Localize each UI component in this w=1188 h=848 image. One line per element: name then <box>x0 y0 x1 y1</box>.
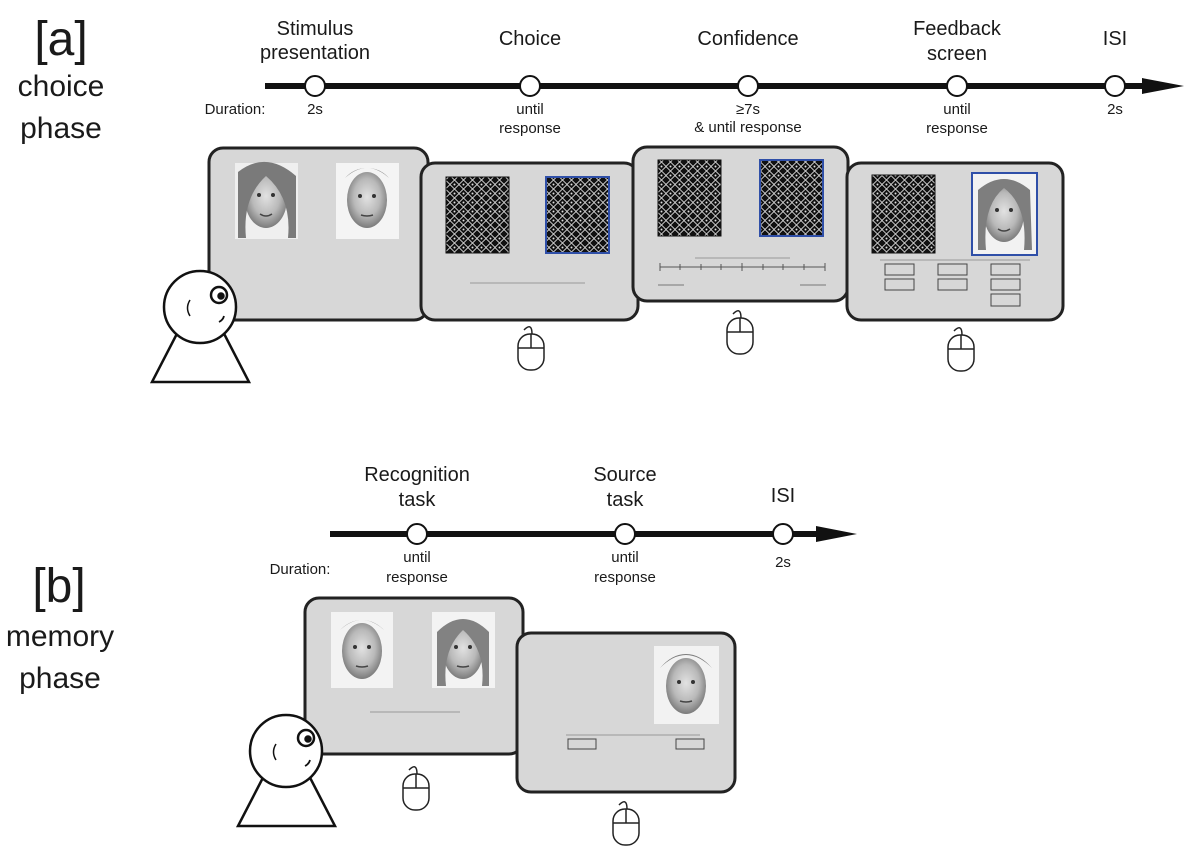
attribute-box <box>884 278 915 291</box>
duration-value: & until response <box>694 119 802 136</box>
attribute-box <box>937 278 968 291</box>
stage-label: presentation <box>259 42 371 64</box>
stage-label: ISI <box>770 485 796 507</box>
mouse-icon <box>726 310 754 355</box>
duration-value: until <box>516 101 544 118</box>
face-image <box>235 161 298 239</box>
stage-label: Confidence <box>697 28 799 50</box>
attribute-box <box>990 293 1021 307</box>
timeline-a <box>265 75 1184 97</box>
panel-a-phase-line2: phase <box>20 112 102 145</box>
timeline-b-node-1 <box>406 523 428 545</box>
panel-a-phase-line1: choice <box>17 70 105 103</box>
participant-figure <box>149 269 252 384</box>
panel-b-phase-line1: memory <box>5 620 115 653</box>
duration-value: until <box>943 101 971 118</box>
attribute-box <box>884 263 915 276</box>
attribute-box <box>990 278 1021 291</box>
duration-value: response <box>926 120 988 137</box>
stage-label: Source <box>593 464 657 486</box>
stage-label: screen <box>926 43 988 65</box>
timeline-a-node-1 <box>304 75 326 97</box>
panel-b-tag: [b] <box>32 560 86 613</box>
stage-label: task <box>398 489 436 511</box>
stage-label: Recognition <box>364 464 470 486</box>
timeline-a-arrowhead <box>1142 78 1184 94</box>
stage-label: ISI <box>1102 28 1128 50</box>
stage-label: task <box>606 489 644 511</box>
face-image <box>971 172 1038 256</box>
duration-value: 2s <box>775 554 791 571</box>
timeline-a-node-3 <box>737 75 759 97</box>
screen-confidence <box>631 145 850 303</box>
duration-label: Duration: <box>269 561 331 578</box>
screen-feedback <box>845 161 1065 322</box>
timeline-a-node-2 <box>519 75 541 97</box>
timeline-b-node-3 <box>772 523 794 545</box>
face-image <box>331 612 393 688</box>
card-back <box>871 174 936 254</box>
attribute-box <box>937 263 968 276</box>
card-back-selected <box>759 159 824 237</box>
duration-value: response <box>594 569 656 586</box>
stage-label: Feedback <box>913 18 1001 40</box>
duration-value: response <box>386 569 448 586</box>
face-image <box>336 163 399 239</box>
timeline-b-arrowhead <box>816 526 857 542</box>
mouse-icon <box>612 801 640 846</box>
panel-b-phase-line2: phase <box>19 662 101 695</box>
screen-recognition <box>303 596 525 756</box>
duration-value: 2s <box>1107 101 1123 118</box>
participant-figure <box>235 713 338 828</box>
stage-label: Stimulus <box>276 18 354 40</box>
mouse-icon <box>517 326 545 371</box>
timeline-a-node-4 <box>946 75 968 97</box>
timeline-b <box>330 523 857 545</box>
card-back <box>657 159 722 237</box>
card-back-selected <box>545 176 610 254</box>
mouse-icon <box>947 327 975 372</box>
attribute-box <box>990 263 1021 276</box>
screen-stimulus <box>207 146 430 322</box>
duration-value: until <box>403 549 431 566</box>
screen-source <box>515 631 737 794</box>
face-image <box>654 646 719 724</box>
answer-box <box>675 738 705 750</box>
answer-box <box>567 738 597 750</box>
duration-label: Duration: <box>204 101 266 118</box>
duration-value: response <box>499 120 561 137</box>
card-back <box>445 176 510 254</box>
duration-value: ≥7s <box>735 101 761 118</box>
panel-a-tag: [a] <box>34 13 88 66</box>
screen-choice <box>419 161 640 322</box>
timeline-a-node-5 <box>1104 75 1126 97</box>
timeline-b-node-2 <box>614 523 636 545</box>
face-image <box>432 612 495 688</box>
confidence-slider <box>658 263 826 286</box>
duration-value: until <box>611 549 639 566</box>
mouse-icon <box>402 766 430 811</box>
duration-value: 2s <box>307 101 323 118</box>
stage-label: Choice <box>498 28 562 50</box>
